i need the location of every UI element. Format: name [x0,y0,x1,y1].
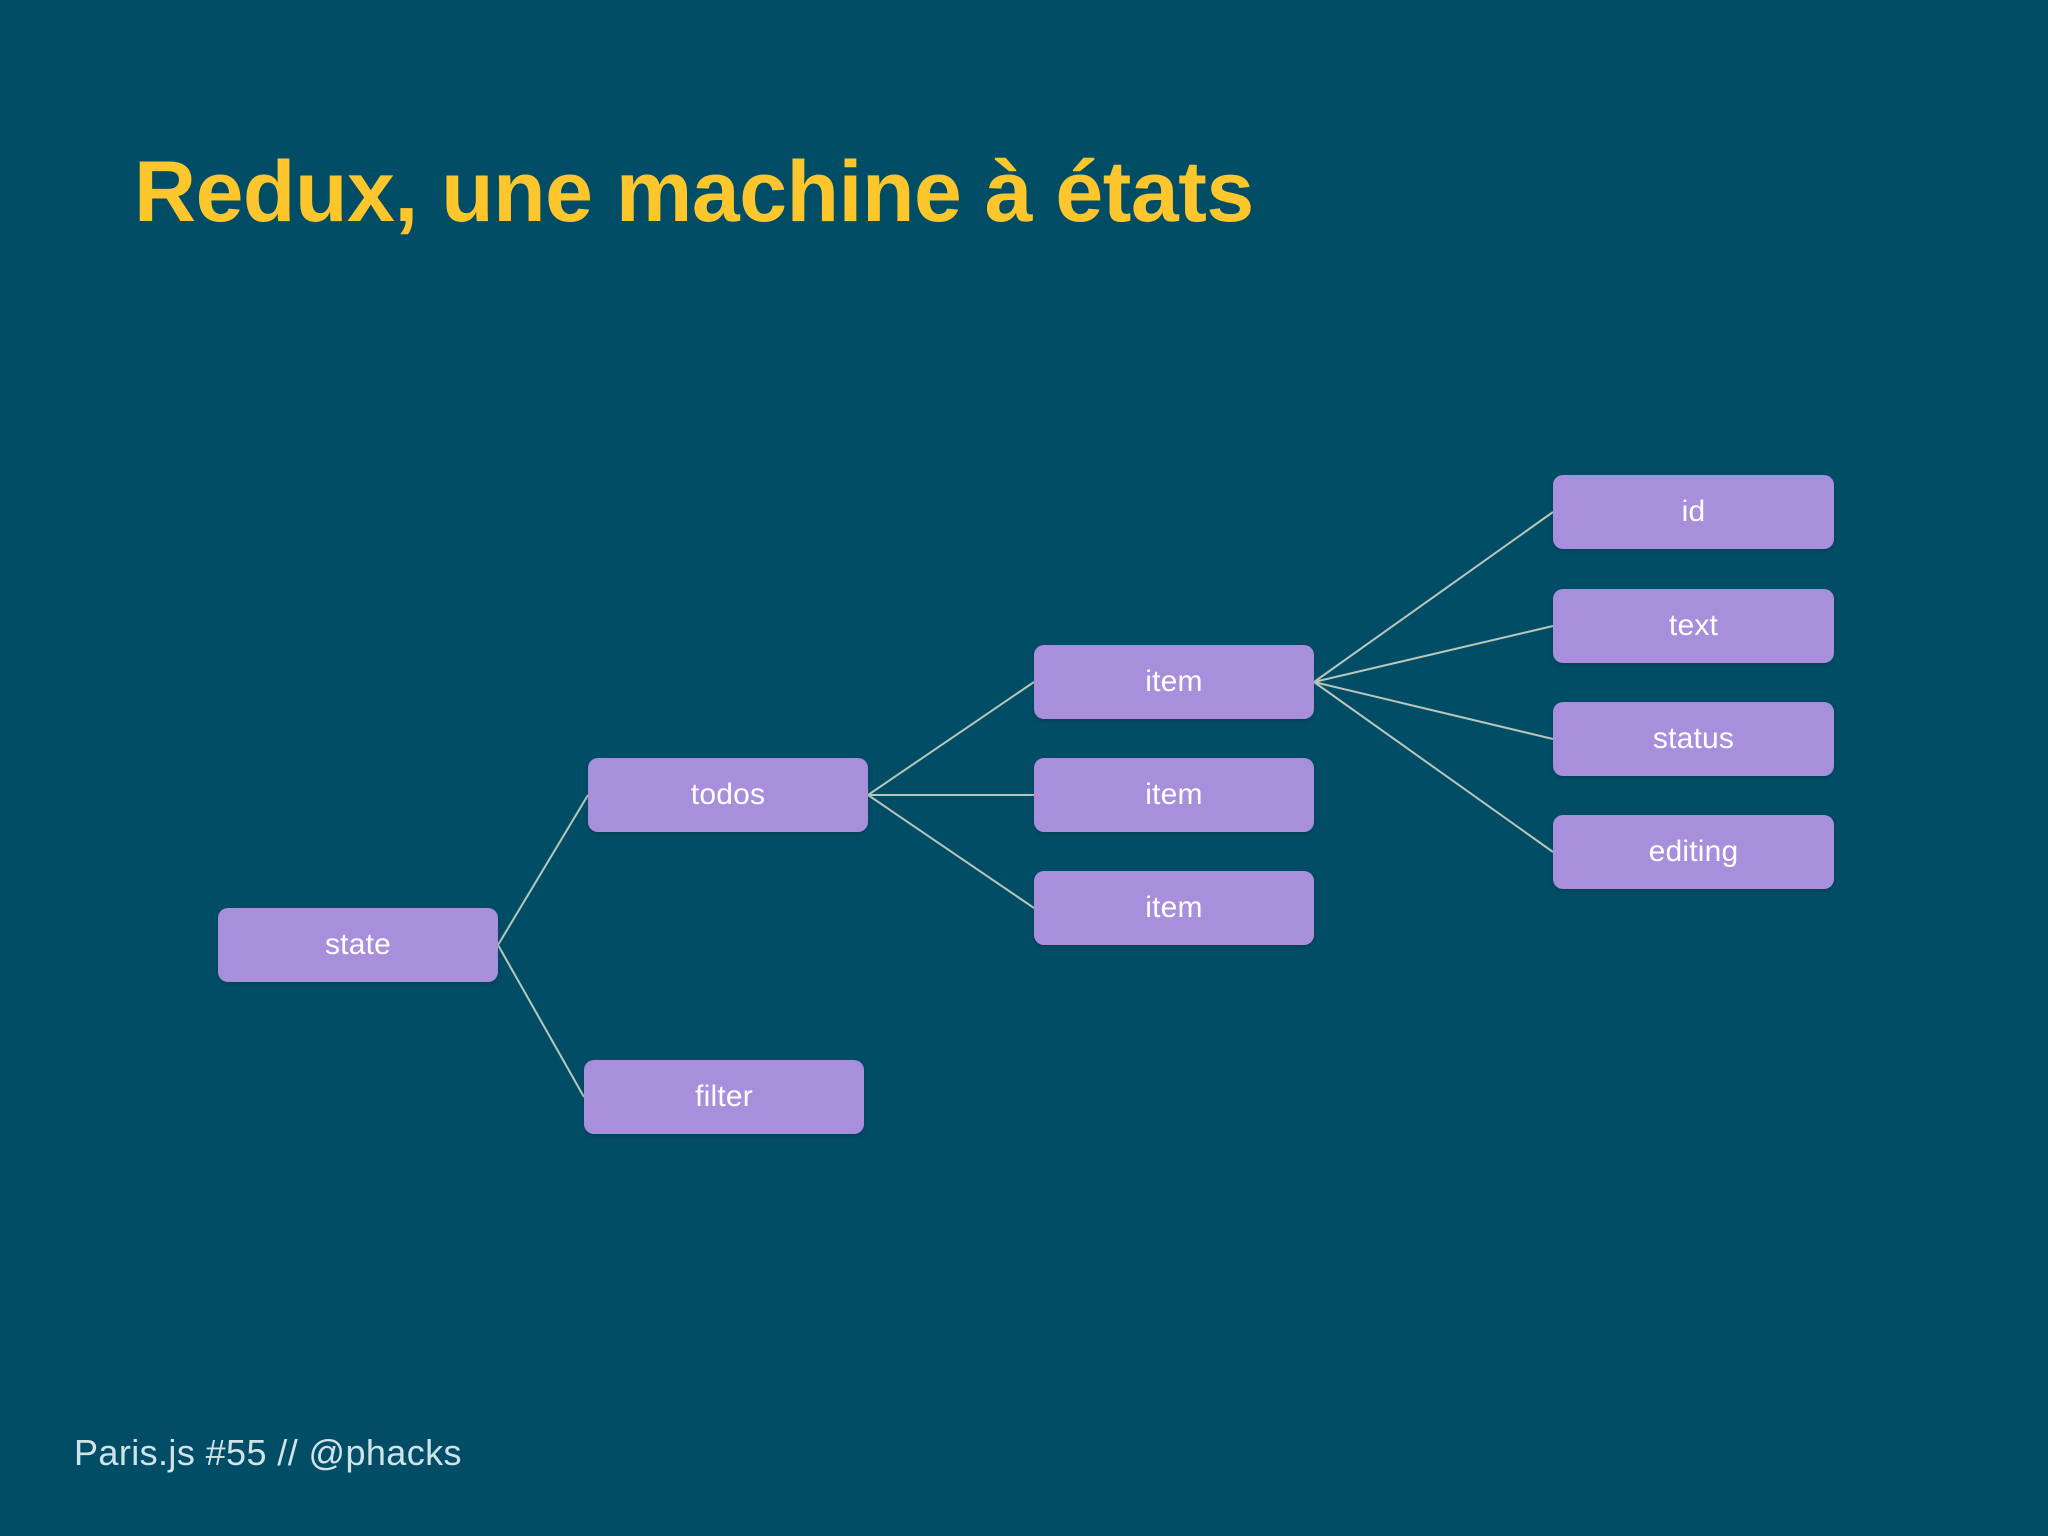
tree-node-label: filter [695,1080,753,1113]
tree-edge-state-to-todos [497,794,589,946]
tree-node-item1[interactable]: item [1034,645,1314,719]
tree-node-label: item [1145,665,1203,698]
tree-node-text[interactable]: text [1553,589,1834,663]
tree-node-label: editing [1648,835,1739,868]
tree-node-item3[interactable]: item [1034,871,1314,945]
tree-node-status[interactable]: status [1553,702,1834,776]
tree-edge-todos-to-item1 [867,681,1035,796]
tree-node-state[interactable]: state [218,908,498,982]
tree-node-filter[interactable]: filter [584,1060,864,1134]
tree-node-todos[interactable]: todos [588,758,868,832]
tree-node-label: todos [690,778,766,811]
page-title: Redux, une machine à états [134,143,1254,240]
tree-node-editing[interactable]: editing [1553,815,1834,889]
tree-edge-todos-to-item3 [867,794,1035,909]
tree-edge-item1-to-editing [1313,681,1554,853]
slide-footer: Paris.js #55 // @phacks [74,1432,462,1473]
tree-node-label: text [1668,609,1719,642]
tree-node-label: item [1145,891,1203,924]
tree-edge-item1-to-id [1313,511,1554,683]
tree-node-label: id [1681,495,1706,528]
tree-edge-item1-to-status [1313,681,1554,740]
tree-edge-item1-to-text [1313,625,1554,683]
tree-edge-state-to-filter [497,944,585,1098]
tree-node-item2[interactable]: item [1034,758,1314,832]
tree-node-label: status [1652,722,1735,755]
tree-node-label: state [324,928,392,961]
tree-node-id[interactable]: id [1553,475,1834,549]
tree-node-label: item [1145,778,1203,811]
